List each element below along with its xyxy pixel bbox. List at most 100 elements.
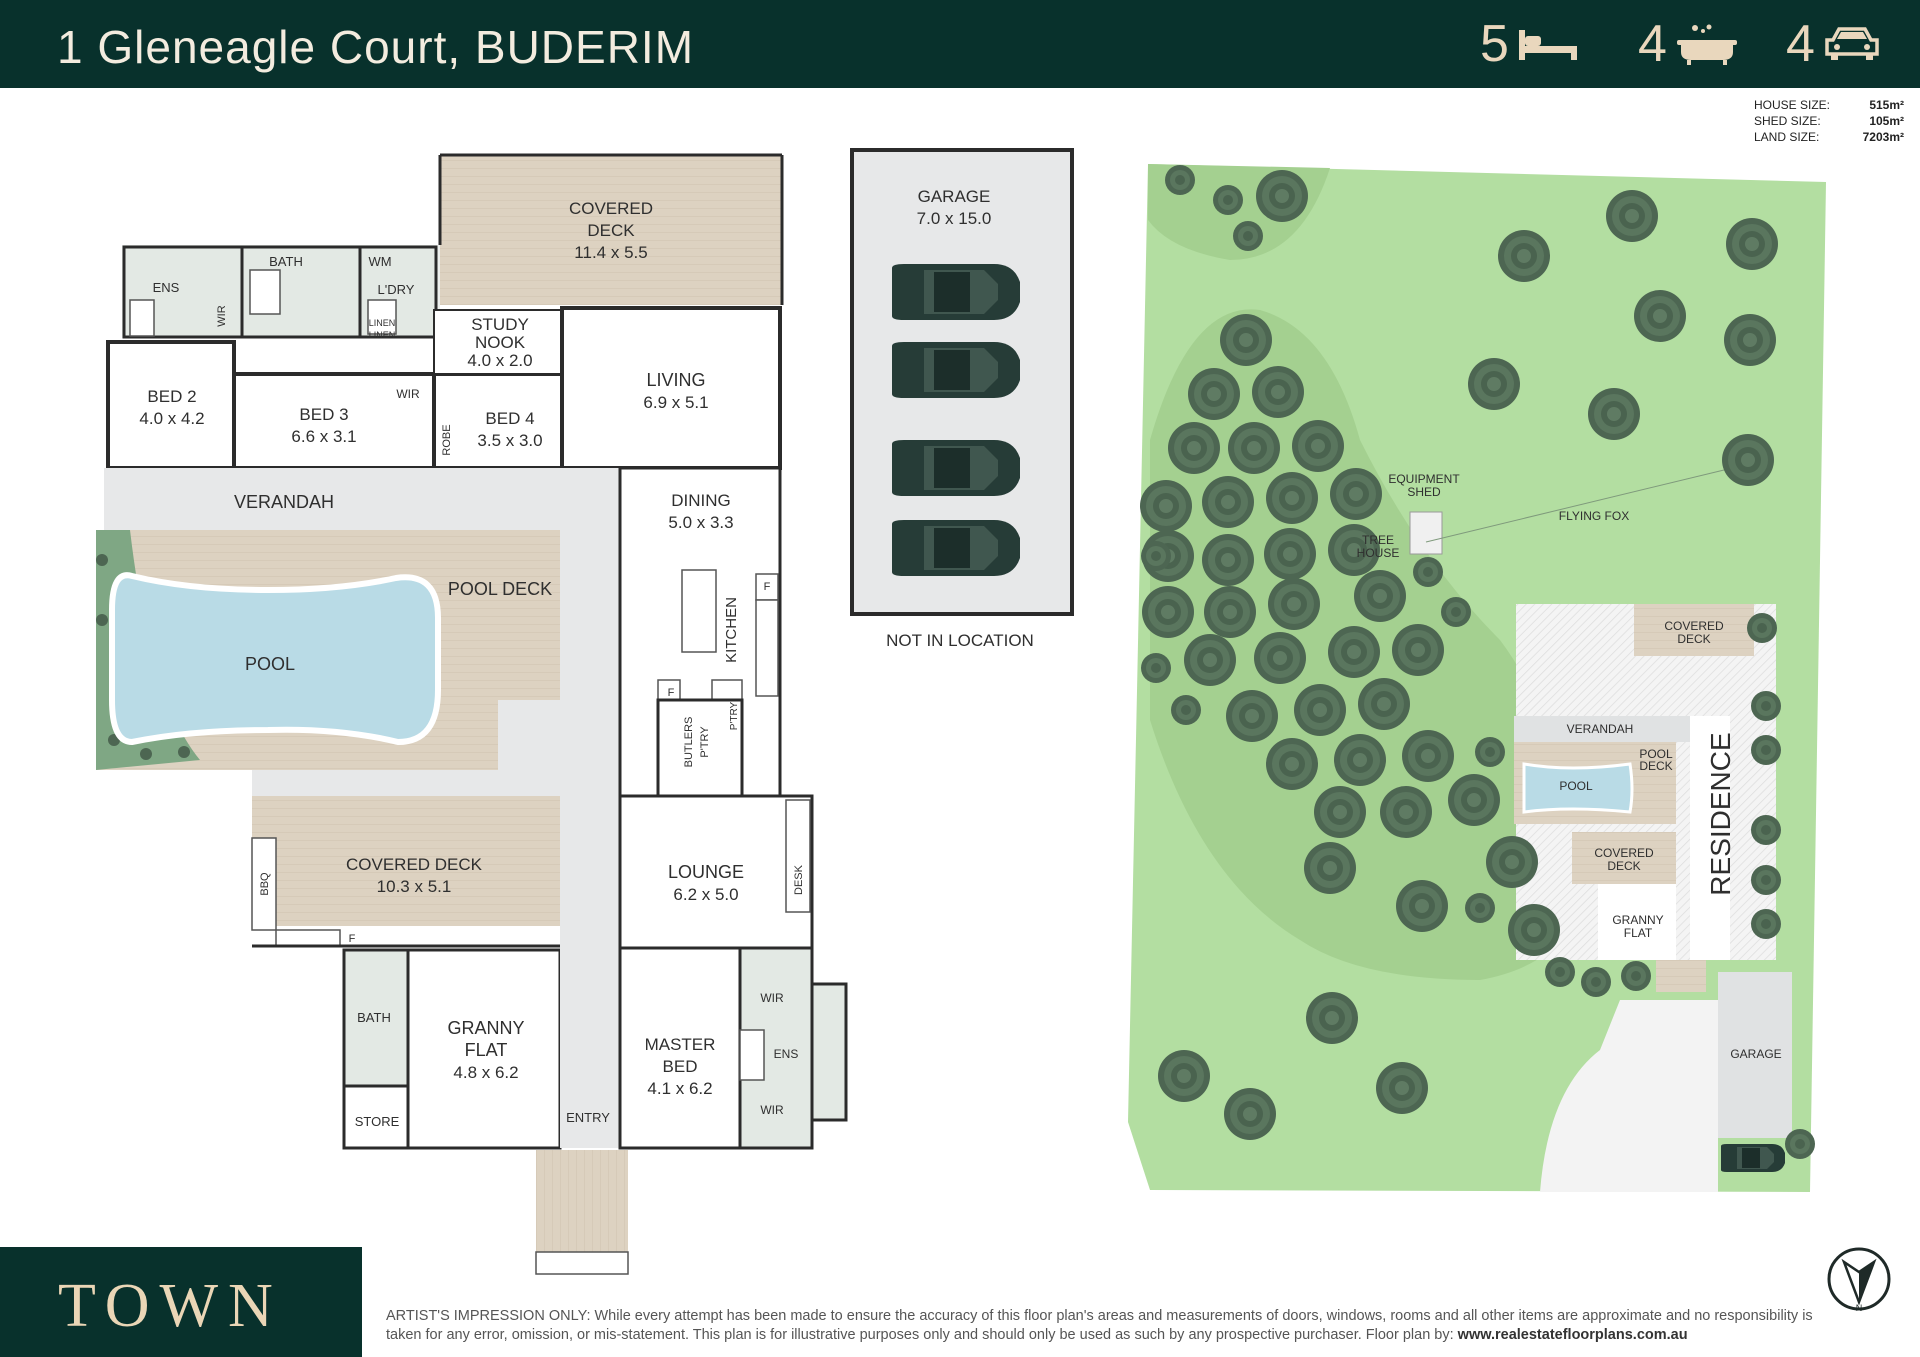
laundry bbox=[358, 245, 438, 339]
site-verandah bbox=[1514, 716, 1690, 742]
car-2 bbox=[892, 342, 1020, 398]
site-covered-deck-1-label-2: DECK bbox=[1677, 632, 1710, 646]
equipment-shed-label: EQUIPMENT bbox=[1388, 472, 1460, 486]
bed2-label: BED 2 bbox=[147, 387, 196, 406]
compass-north-label: N bbox=[1856, 1303, 1863, 1312]
ens2-label: ENS bbox=[774, 1047, 799, 1061]
butlers-label: BUTLERS bbox=[683, 717, 695, 768]
site-garage bbox=[1718, 972, 1792, 1138]
bathrooms-stat: 4 bbox=[1638, 15, 1739, 73]
shed-size-row: SHED SIZE:105m² bbox=[1754, 114, 1904, 128]
floorplan-website-link[interactable]: www.realestatefloorplans.com.au bbox=[1457, 1327, 1688, 1343]
fridge-label-1: F bbox=[764, 581, 771, 593]
covered-deck-top-label: COVERED bbox=[569, 199, 653, 218]
lounge-label: LOUNGE bbox=[668, 862, 744, 882]
bed2-dim: 4.0 x 4.2 bbox=[139, 409, 204, 428]
bbq-label: BBQ bbox=[259, 872, 271, 896]
dining-label: DINING bbox=[671, 491, 731, 510]
granny-dim: 4.8 x 6.2 bbox=[453, 1063, 518, 1082]
pool-deck-label: POOL DECK bbox=[448, 579, 552, 599]
wir1-label: WIR bbox=[216, 305, 228, 326]
ptry2-label: P'TRY bbox=[729, 701, 740, 730]
fridge-label-2: F bbox=[668, 687, 675, 699]
store-room bbox=[342, 1084, 410, 1150]
carspaces-count: 4 bbox=[1786, 15, 1815, 73]
bed-icon bbox=[1518, 30, 1577, 60]
north-arrow-icon: N bbox=[1827, 1247, 1891, 1312]
dining-dim: 5.0 x 3.3 bbox=[668, 513, 733, 532]
site-pool-label: POOL bbox=[1559, 779, 1593, 793]
car-4 bbox=[892, 520, 1020, 576]
bedrooms-stat: 5 bbox=[1480, 15, 1579, 73]
car-icon bbox=[1825, 27, 1879, 60]
car-3 bbox=[892, 440, 1020, 496]
bed2-room bbox=[106, 340, 236, 470]
fridge-label-3: F bbox=[349, 933, 356, 945]
site-covered-deck-1-label: COVERED bbox=[1664, 619, 1724, 633]
covered-deck-top-label-2: DECK bbox=[587, 221, 635, 240]
granny-flat-room bbox=[406, 948, 562, 1150]
bed4-label: BED 4 bbox=[485, 409, 534, 428]
study-label: STUDY bbox=[471, 315, 529, 334]
bathrooms-count: 4 bbox=[1638, 15, 1667, 73]
tree-house-label-2: HOUSE bbox=[1357, 546, 1400, 560]
covered-deck-lower-label: COVERED DECK bbox=[346, 855, 483, 874]
site-granny-label-2: FLAT bbox=[1624, 926, 1653, 940]
covered-deck-lower bbox=[252, 796, 560, 926]
lounge-dim: 6.2 x 5.0 bbox=[673, 885, 738, 904]
house-size-row: HOUSE SIZE:515m² bbox=[1754, 98, 1904, 112]
flying-fox-label: FLYING FOX bbox=[1559, 509, 1629, 523]
bed4-dim: 3.5 x 3.0 bbox=[477, 431, 542, 450]
land-size-row: LAND SIZE:7203m² bbox=[1754, 130, 1904, 144]
wir2-label: WIR bbox=[396, 387, 420, 401]
covered-deck-lower-dim: 10.3 x 5.1 bbox=[377, 877, 452, 896]
master-dim: 4.1 x 6.2 bbox=[647, 1079, 712, 1098]
verandah bbox=[104, 468, 620, 530]
study-label-2: NOOK bbox=[475, 333, 526, 352]
study-nook bbox=[433, 309, 563, 375]
verandah-label: VERANDAH bbox=[234, 492, 334, 512]
header-bar: 1 Gleneagle Court, BUDERIM 5 4 4 bbox=[0, 0, 1920, 88]
brand-logo: TOWN bbox=[0, 1247, 362, 1357]
granny-label: GRANNY bbox=[447, 1018, 524, 1038]
site-pool bbox=[1522, 762, 1634, 814]
bedrooms-count: 5 bbox=[1480, 15, 1509, 73]
wir4-label: WIR bbox=[760, 1103, 784, 1117]
granny-label-2: FLAT bbox=[465, 1040, 508, 1060]
bed3-label: BED 3 bbox=[299, 405, 348, 424]
garage-dim: 7.0 x 15.0 bbox=[917, 209, 992, 228]
car-1 bbox=[892, 264, 1020, 320]
disclaimer-text: ARTIST'S IMPRESSION ONLY: While every at… bbox=[386, 1308, 1813, 1343]
covered-deck-top bbox=[440, 155, 782, 305]
ptry1-label: P'TRY bbox=[699, 726, 711, 758]
kitchen-island bbox=[681, 569, 717, 653]
linen2-label: LINEN bbox=[369, 330, 396, 340]
garage-label: GARAGE bbox=[918, 187, 991, 206]
site-car bbox=[1721, 1144, 1785, 1172]
robe-label: ROBE bbox=[441, 424, 453, 455]
site-covered-deck-2-label-2: DECK bbox=[1607, 859, 1640, 873]
site-covered-deck-2-label: COVERED bbox=[1594, 846, 1654, 860]
master-label: MASTER bbox=[645, 1035, 716, 1054]
entry-label: ENTRY bbox=[566, 1110, 610, 1125]
store-label: STORE bbox=[355, 1114, 400, 1129]
disclaimer: ARTIST'S IMPRESSION ONLY: While every at… bbox=[386, 1307, 1826, 1345]
site-granny-flat bbox=[1598, 884, 1676, 960]
bath-low-label: BATH bbox=[357, 1010, 391, 1025]
kitchen-label: KITCHEN bbox=[723, 597, 740, 663]
site-granny-label: GRANNY bbox=[1612, 913, 1663, 927]
residence-label: RESIDENCE bbox=[1705, 732, 1736, 895]
carspaces-stat: 4 bbox=[1786, 15, 1881, 73]
property-address: 1 Gleneagle Court, BUDERIM bbox=[57, 21, 695, 73]
pool-label: POOL bbox=[245, 654, 295, 674]
equipment-shed-label-2: SHED bbox=[1407, 485, 1441, 499]
ldry-label: L'DRY bbox=[378, 282, 415, 297]
butlers-pantry bbox=[656, 698, 744, 798]
site-verandah-label: VERANDAH bbox=[1567, 722, 1634, 736]
garage-note: NOT IN LOCATION bbox=[886, 631, 1034, 650]
bath-top-label: BATH bbox=[269, 254, 303, 269]
site-garage-label: GARAGE bbox=[1730, 1047, 1781, 1061]
ens-label: ENS bbox=[153, 280, 180, 295]
driveway bbox=[1540, 1000, 1718, 1192]
